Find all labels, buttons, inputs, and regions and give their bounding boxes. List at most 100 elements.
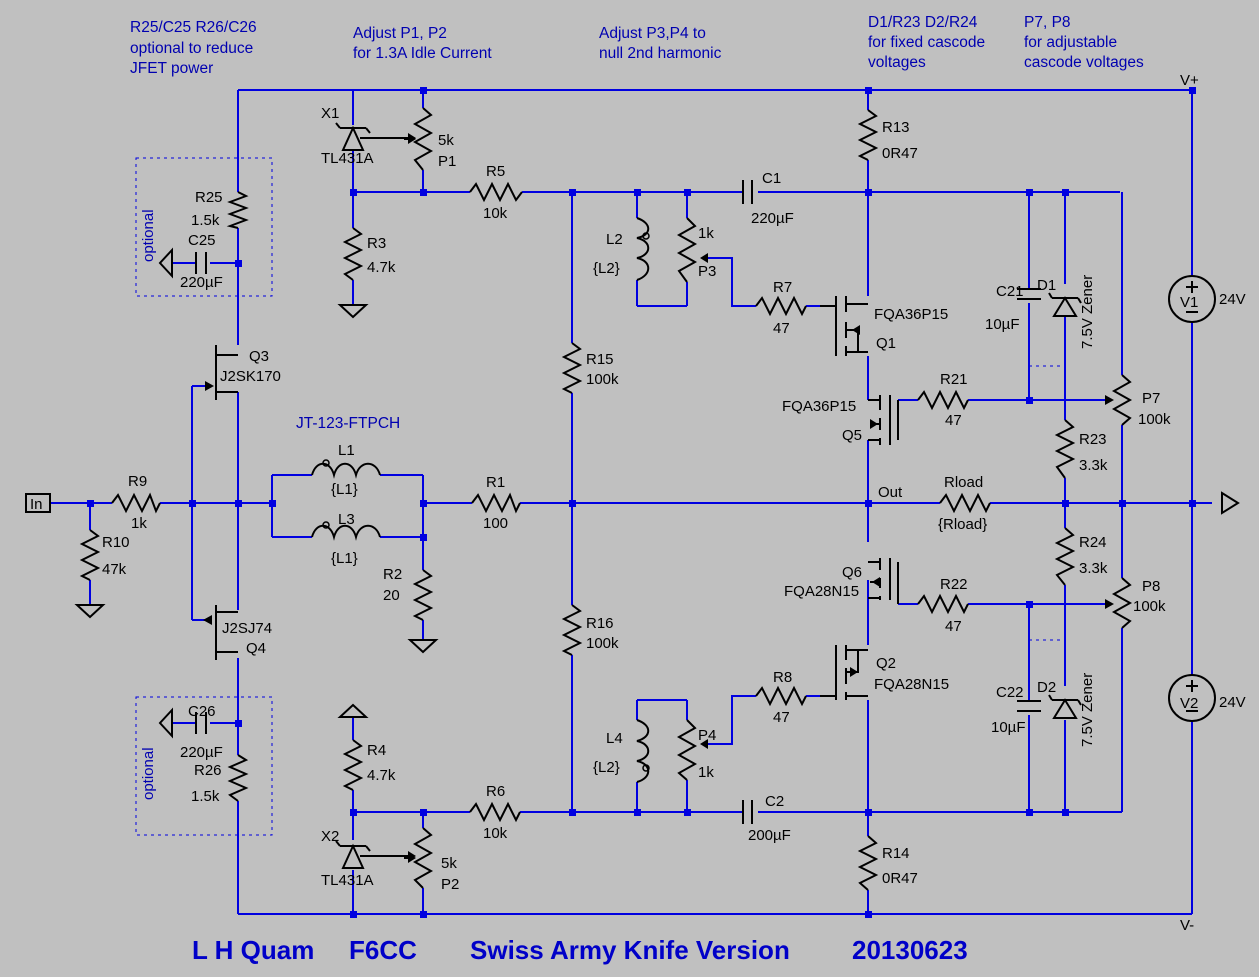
ground-icon xyxy=(337,703,369,718)
resistor-r1 xyxy=(471,492,521,514)
label-q2-value: FQA28N15 xyxy=(874,676,949,693)
inductor-l4 xyxy=(636,719,650,783)
mosfet-q5 xyxy=(868,395,899,445)
ground-icon xyxy=(337,304,369,319)
optional-box-top xyxy=(135,157,273,297)
label-r13-value: 0R47 xyxy=(882,145,918,162)
capacitor-c26 xyxy=(195,712,207,734)
label-c26-value: 220µF xyxy=(180,744,223,761)
label-r4-name: R4 xyxy=(367,742,386,759)
potentiometer-p7 xyxy=(1105,374,1133,426)
label-p4-value: 1k xyxy=(698,764,714,781)
title-design: F6CC xyxy=(349,935,417,965)
label-q5-name: Q5 xyxy=(842,427,862,444)
wires xyxy=(50,89,1212,915)
resistor-r2 xyxy=(412,569,434,621)
label-r23-name: R23 xyxy=(1079,431,1107,448)
label-p2-name: P2 xyxy=(441,876,459,893)
label-r2-name: R2 xyxy=(383,566,402,583)
transformer-label: JT-123-FTPCH xyxy=(296,415,400,432)
inductor-l3 xyxy=(311,521,381,541)
title-author: L H Quam xyxy=(192,935,314,965)
label-r24-value: 3.3k xyxy=(1079,560,1108,577)
label-v1-name: V1 xyxy=(1180,294,1198,311)
label-r6-value: 10k xyxy=(483,825,508,842)
resistor-r14 xyxy=(857,835,879,891)
label-r3-name: R3 xyxy=(367,235,386,252)
junctions xyxy=(87,87,1196,918)
capacitor-c2 xyxy=(742,800,753,824)
note-optional-line-3: JFET power xyxy=(130,60,213,77)
label-l2-value: {L2} xyxy=(593,260,620,277)
label-x1-value: TL431A xyxy=(321,150,374,167)
resistor-r8 xyxy=(755,685,807,707)
net-vminus: V- xyxy=(1180,917,1194,934)
source-v1 xyxy=(1168,275,1216,323)
label-r10-name: R10 xyxy=(102,534,130,551)
label-r25-value: 1.5k xyxy=(191,212,220,229)
shunt-x2 xyxy=(335,840,416,869)
jfet-q3 xyxy=(205,345,238,400)
label-r26-value: 1.5k xyxy=(191,788,220,805)
resistor-r10 xyxy=(79,529,101,581)
jfet-q4 xyxy=(203,605,238,660)
label-r15-value: 100k xyxy=(586,371,619,388)
ground-icon xyxy=(158,247,173,279)
label-q3-value: J2SK170 xyxy=(220,368,281,385)
resistor-r26 xyxy=(227,754,249,802)
label-q4-name: Q4 xyxy=(246,640,266,657)
note-optional-line-1: R25/C25 R26/C26 xyxy=(130,19,257,36)
zener-d1 xyxy=(1048,292,1082,317)
label-r15-name: R15 xyxy=(586,351,614,368)
label-r6-name: R6 xyxy=(486,783,505,800)
resistor-r15 xyxy=(561,342,583,394)
label-q5-value: FQA36P15 xyxy=(782,398,856,415)
label-d1-name: D1 xyxy=(1037,277,1056,294)
shunt-x1 xyxy=(335,122,416,151)
label-c22-value: 10µF xyxy=(991,719,1026,736)
label-r1-name: R1 xyxy=(486,474,505,491)
label-p3-value: 1k xyxy=(698,225,714,242)
ground-symbols xyxy=(74,247,439,739)
note-adjustable-line-3: cascode voltages xyxy=(1024,54,1144,71)
capacitor-c21 xyxy=(1017,288,1041,300)
label-x2-value: TL431A xyxy=(321,872,374,889)
label-c21-value: 10µF xyxy=(985,316,1020,333)
label-q1-name: Q1 xyxy=(876,335,896,352)
potentiometer-p4 xyxy=(676,719,708,781)
label-l4-name: L4 xyxy=(606,730,623,747)
net-in: In xyxy=(30,496,43,513)
label-r21-name: R21 xyxy=(940,371,968,388)
label-r24-name: R24 xyxy=(1079,534,1107,551)
label-r5-name: R5 xyxy=(486,163,505,180)
capacitor-c22 xyxy=(1017,700,1041,712)
label-p1-value: 5k xyxy=(438,132,454,149)
inductors xyxy=(311,217,650,783)
ground-icon xyxy=(74,604,106,619)
label-l2-name: L2 xyxy=(606,231,623,248)
resistor-rload xyxy=(939,492,991,514)
optional-label-bottom: optional xyxy=(140,747,157,800)
label-q3-name: Q3 xyxy=(249,348,269,365)
label-q2-name: Q2 xyxy=(876,655,896,672)
label-r7-name: R7 xyxy=(773,279,792,296)
note-fixed-line-1: D1/R23 D2/R24 xyxy=(868,14,978,31)
resistor-r7 xyxy=(755,295,807,317)
label-r26-name: R26 xyxy=(194,762,222,779)
label-c1-name: C1 xyxy=(762,170,781,187)
label-d2-name: D2 xyxy=(1037,679,1056,696)
source-v2 xyxy=(1168,674,1216,722)
label-r13-name: R13 xyxy=(882,119,910,136)
label-c1-value: 220µF xyxy=(751,210,794,227)
label-d2-value: 7.5V Zener xyxy=(1079,673,1096,747)
title-date: 20130623 xyxy=(852,935,968,965)
label-p7-value: 100k xyxy=(1138,411,1171,428)
optional-label-top: optional xyxy=(140,209,157,262)
label-r21-value: 47 xyxy=(945,412,962,429)
label-p1-name: P1 xyxy=(438,153,456,170)
ground-icon xyxy=(158,707,173,739)
label-p7-name: P7 xyxy=(1142,390,1160,407)
label-rload-value: {Rload} xyxy=(938,516,987,533)
note-optional-line-2: optional to reduce xyxy=(130,40,253,57)
